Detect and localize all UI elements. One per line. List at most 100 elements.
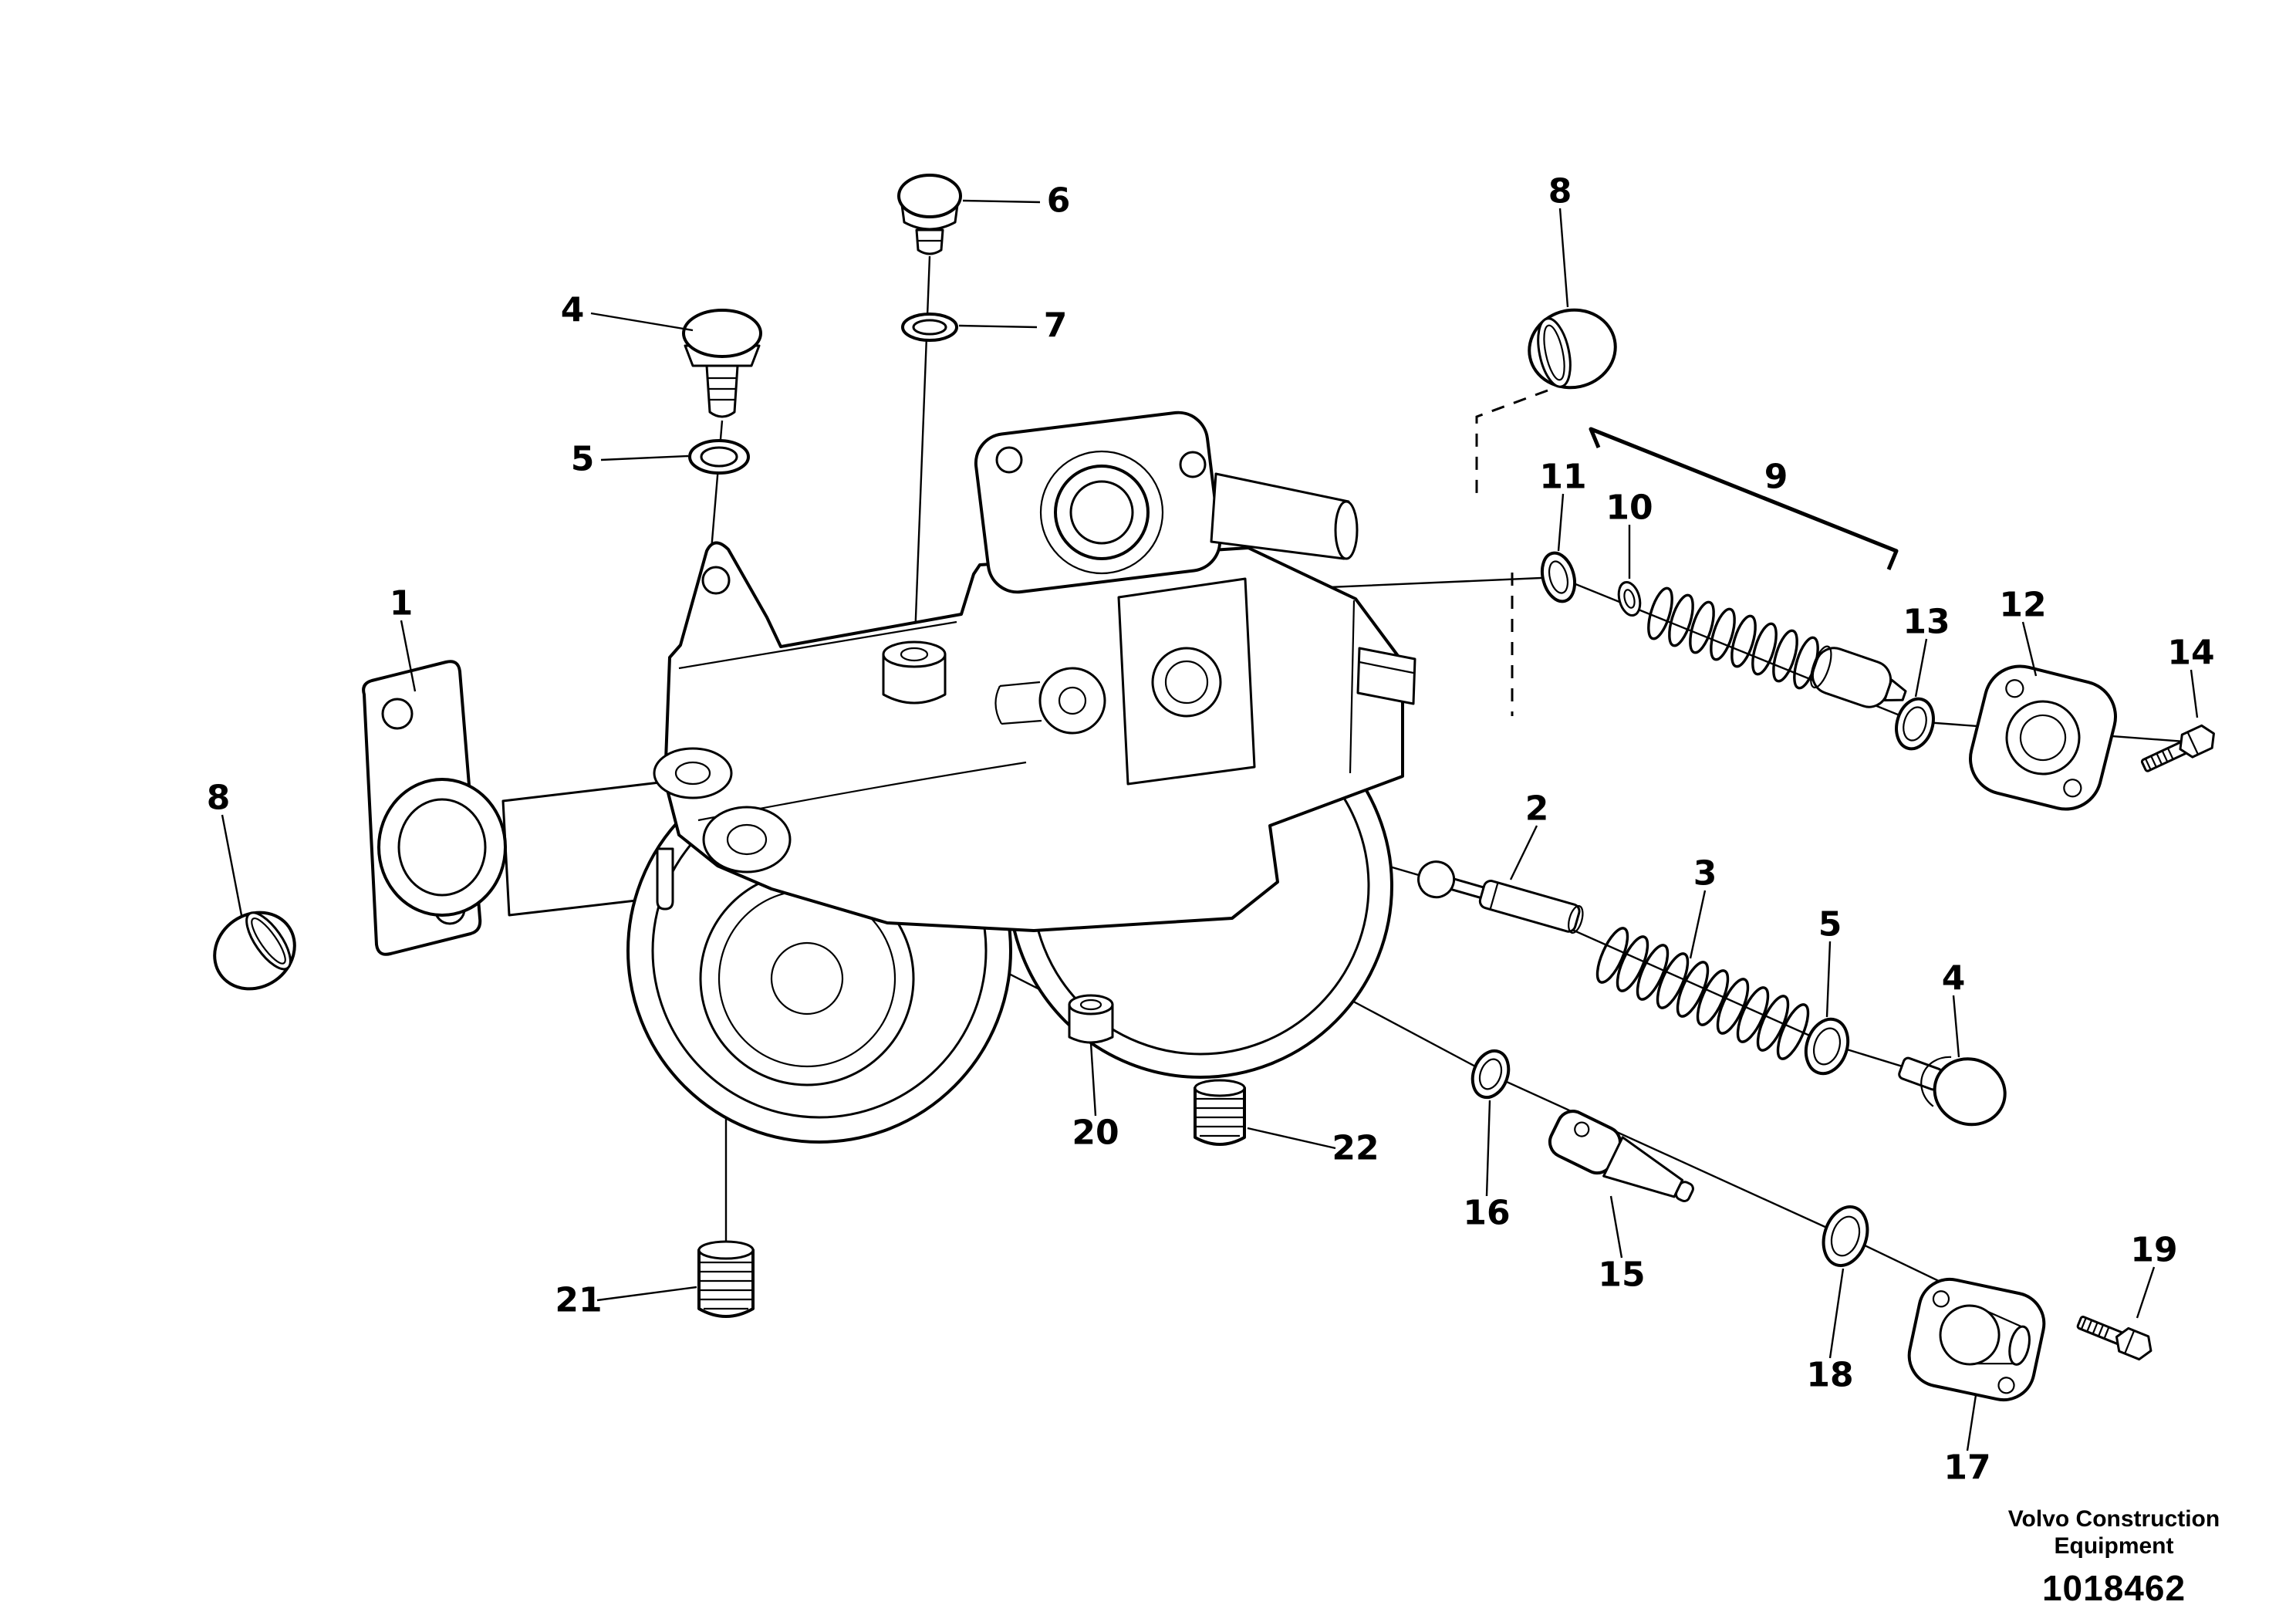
- leader-line-18: [1828, 1268, 1845, 1359]
- part-5-washer-right: [1804, 1017, 1850, 1076]
- leader-line-12: [2021, 621, 2038, 677]
- part-19-bolt: [2076, 1316, 2152, 1361]
- callout-17: 17: [1943, 1448, 1990, 1488]
- cover-bolt-hole: [2063, 779, 2082, 798]
- brand-line-2: Equipment: [2054, 1532, 2174, 1559]
- leader-line-19: [2136, 1266, 2156, 1319]
- part-13-oring: [1895, 697, 1935, 751]
- part-7-washer: [901, 313, 958, 342]
- leader-line-16: [1485, 1100, 1491, 1197]
- callout-12: 12: [1999, 586, 2046, 625]
- callout-13: 13: [1903, 603, 1950, 642]
- part-2-valve-piston: [1417, 860, 1584, 934]
- plug-boss: [653, 747, 733, 799]
- callout-8-left: 8: [207, 779, 231, 818]
- callout-9: 9: [1764, 458, 1788, 497]
- housing-details: [653, 566, 1416, 911]
- figure-number: 1018462: [2041, 1568, 2186, 1608]
- mid-plate-bore: [1151, 647, 1222, 718]
- callout-11: 11: [1539, 458, 1586, 497]
- top-flange-port: [974, 411, 1222, 594]
- callout-2: 2: [1525, 789, 1549, 829]
- callout-22: 22: [1332, 1129, 1379, 1168]
- leader-line-3: [1689, 890, 1707, 959]
- outlet-pipe: [1210, 472, 1359, 560]
- brand-line-1: Volvo Construction: [2007, 1506, 2220, 1532]
- callout-18: 18: [1806, 1356, 1853, 1395]
- flange-ear-hole: [1179, 451, 1207, 478]
- callout-5-right: 5: [1818, 905, 1842, 944]
- leader-line-5-right: [1825, 941, 1832, 1018]
- leader-line-7: [958, 324, 1038, 329]
- vent-boss: [882, 653, 947, 705]
- install-path-dashed: [1475, 389, 1548, 716]
- part-22-threaded-plug: [1194, 1079, 1246, 1146]
- leader-line-5-top: [600, 454, 689, 461]
- part-9-valve-poppet: [1810, 645, 1907, 708]
- part-6-cap: [897, 174, 962, 255]
- callout-20: 20: [1072, 1113, 1119, 1153]
- filter-center-hole: [770, 941, 844, 1015]
- part-14-bolt: [2140, 724, 2215, 772]
- leader-line-21: [596, 1286, 697, 1302]
- callout-19: 19: [2130, 1231, 2177, 1270]
- callout-3: 3: [1693, 854, 1717, 894]
- lower-boss: [702, 806, 792, 874]
- leader-line-20: [1089, 1042, 1097, 1117]
- leader-line-11: [1557, 493, 1565, 552]
- leader-line-22: [1247, 1127, 1336, 1150]
- cover-bolt-hole: [1997, 1377, 2015, 1394]
- cover-bolt-hole: [2005, 679, 2024, 698]
- part-21-threaded-plug: [697, 1240, 755, 1318]
- leader-line-1: [400, 620, 417, 692]
- right-boss: [1356, 647, 1416, 705]
- stud-pin: [656, 847, 674, 911]
- leader-line-2: [1509, 825, 1538, 880]
- cover-bolt-hole: [1932, 1290, 1950, 1308]
- leader-line-17: [1966, 1394, 1977, 1451]
- part-3-spring: [1595, 927, 1810, 1060]
- callout-14: 14: [2167, 634, 2214, 673]
- leader-line-6: [962, 199, 1041, 204]
- callout-10: 10: [1606, 488, 1653, 528]
- leader-line-13: [1914, 638, 1928, 698]
- flange-ear-hole: [995, 446, 1023, 474]
- callout-21: 21: [555, 1281, 602, 1320]
- valve-hole: [1574, 1121, 1590, 1137]
- part-4-plug-top: [682, 309, 762, 418]
- leader-line-14: [2190, 669, 2199, 718]
- part-20-bushing: [1068, 994, 1114, 1044]
- bracket-hole: [701, 566, 731, 595]
- footer-brand-block: Volvo Construction Equipment 1018462: [1975, 1506, 2253, 1609]
- part-17-cover: [1907, 1277, 2046, 1402]
- callout-8-top-right: 8: [1548, 172, 1572, 211]
- callout-7: 7: [1044, 306, 1068, 346]
- leader-line-4-right: [1952, 995, 1960, 1058]
- flange-bolt-hole: [381, 698, 414, 730]
- cylinder-boss: [1038, 667, 1106, 735]
- callout-1: 1: [390, 584, 414, 623]
- mid-plate: [1117, 577, 1256, 786]
- callout-5-top: 5: [571, 440, 595, 479]
- group-bracket-9: [1589, 427, 1899, 570]
- leader-line-15: [1609, 1195, 1623, 1259]
- callout-16: 16: [1463, 1194, 1510, 1233]
- part-9-spring: [1647, 586, 1819, 690]
- part-18-oring: [1822, 1205, 1869, 1268]
- part-10-ring: [1617, 580, 1642, 617]
- part-8-cup-plug-left: [213, 911, 296, 991]
- leader-line-4-top: [590, 312, 694, 332]
- left-mounting-flange: [362, 660, 507, 956]
- part-16-oring: [1470, 1049, 1511, 1100]
- part-11-oring: [1540, 551, 1577, 603]
- port-opening: [1054, 465, 1150, 560]
- part-8-cup-plug-top: [1528, 308, 1617, 390]
- leader-line-8-top-right: [1558, 208, 1569, 308]
- part-4-plug-right: [1898, 1056, 2007, 1127]
- flange-bore: [397, 798, 487, 897]
- leader-line-8-left: [221, 814, 243, 916]
- callout-15: 15: [1598, 1255, 1645, 1295]
